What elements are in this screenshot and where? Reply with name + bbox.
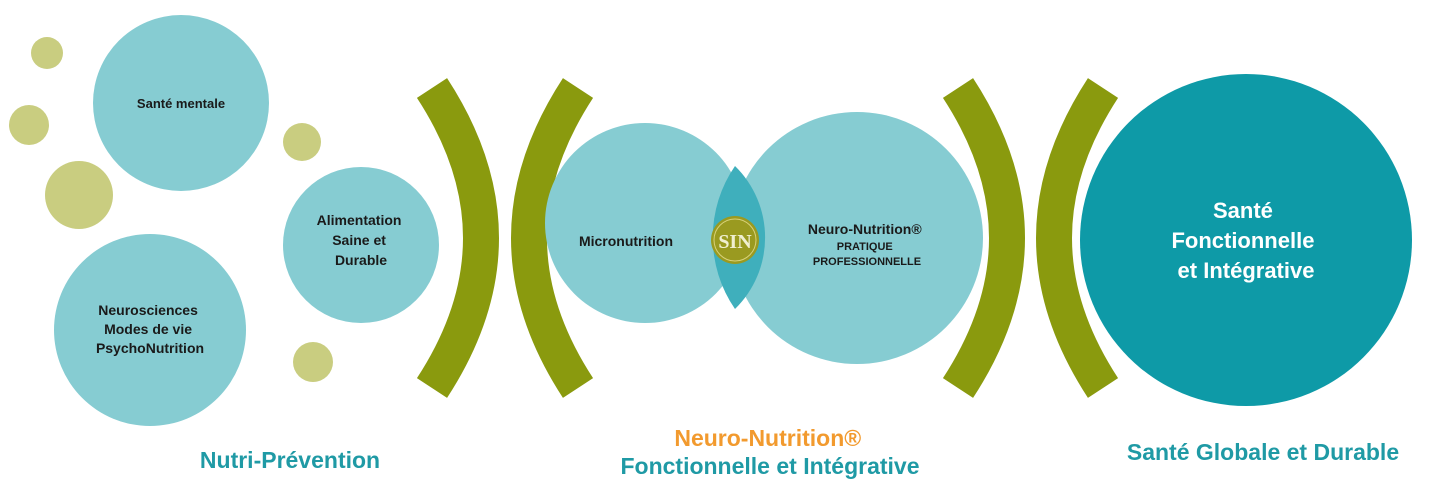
circle-neuro-nutrition-label: Neuro-Nutrition® PRATIQUE PROFESSIONNELL… xyxy=(808,221,926,268)
sin-logo xyxy=(711,216,759,264)
sante-fonctionnelle-line: et Intégrative xyxy=(1178,258,1315,283)
circle-alimentation-line: Saine et xyxy=(332,232,386,248)
sin-logo-inner-ring xyxy=(713,218,757,262)
section-neuro-nutrition-title: Neuro-Nutrition® xyxy=(674,425,861,451)
circle-micronutrition xyxy=(545,123,745,323)
decorative-bubble xyxy=(283,123,321,161)
left-paren-2 xyxy=(1036,78,1119,398)
circle-neurosciences-line: Modes de vie xyxy=(104,321,192,337)
section-neuro-nutrition-sub: Fonctionnelle et Intégrative xyxy=(620,453,919,479)
circle-sante-fonctionnelle xyxy=(1080,74,1412,406)
left-paren-1 xyxy=(511,78,594,398)
circle-neurosciences-label: Neurosciences Modes de vie PsychoNutriti… xyxy=(96,302,204,356)
circle-sante-mentale xyxy=(93,15,269,191)
right-paren-1 xyxy=(416,78,499,398)
circle-alimentation-label: Alimentation Saine et Durable xyxy=(317,212,406,268)
decorative-bubble xyxy=(45,161,113,229)
circle-alimentation xyxy=(283,167,439,323)
decorative-bubble xyxy=(293,342,333,382)
section-label-neuro-nutrition: Neuro-Nutrition® Fonctionnelle et Intégr… xyxy=(620,425,919,479)
section-label-sante-globale: Santé Globale et Durable xyxy=(1127,439,1399,465)
circle-alimentation-line: Alimentation xyxy=(317,212,402,228)
circle-sante-mentale-label: Santé mentale xyxy=(137,96,225,111)
decorative-bubble xyxy=(9,105,49,145)
right-paren-2 xyxy=(942,78,1025,398)
circle-neurosciences-line: PsychoNutrition xyxy=(96,340,204,356)
neuro-nutrition-sub-line: PRATIQUE xyxy=(837,241,893,253)
circle-neuro-nutrition xyxy=(731,112,983,364)
circle-neurosciences xyxy=(54,234,246,426)
section-label-nutri-prevention: Nutri-Prévention xyxy=(200,447,380,473)
neuro-nutrition-title: Neuro-Nutrition® xyxy=(808,221,922,237)
sin-logo-text: SIN xyxy=(718,231,752,253)
circle-sante-fonctionnelle-label: Santé Fonctionnelle et Intégrative xyxy=(1171,198,1320,283)
circle-micronutrition-label: Micronutrition xyxy=(579,233,673,249)
circle-alimentation-line: Durable xyxy=(335,252,387,268)
sante-fonctionnelle-line: Fonctionnelle xyxy=(1171,228,1314,253)
circle-neurosciences-line: Neurosciences xyxy=(98,302,198,318)
neuro-nutrition-sub-line: PROFESSIONNELLE xyxy=(813,256,921,268)
decorative-bubble xyxy=(31,37,63,69)
sante-fonctionnelle-line: Santé xyxy=(1213,198,1273,223)
